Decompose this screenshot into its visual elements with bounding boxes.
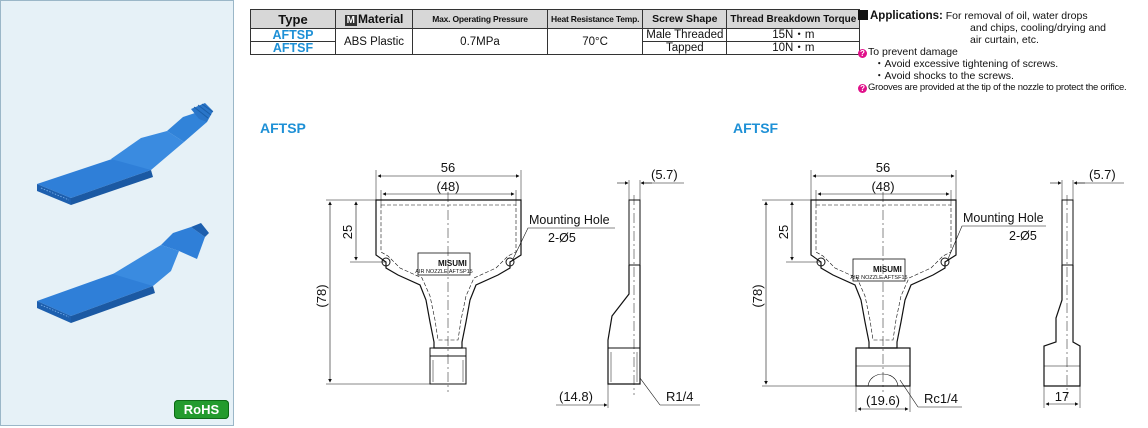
applications-text-2: and chips, cooling/drying and: [970, 22, 1107, 34]
dim-height-upper: 25: [776, 225, 791, 239]
notes-block: Applications: For removal of oil, water …: [858, 10, 1148, 94]
damage-line: ?To prevent damage: [858, 46, 1148, 58]
nozzle-photo-tapped: [37, 223, 209, 323]
dim-thread-width: (14.8): [559, 389, 593, 404]
type-code: AFTSP: [250, 28, 336, 42]
col-material-label: Material: [357, 12, 404, 26]
dim-inner-width: (48): [436, 179, 459, 194]
col-pressure: Max. Operating Pressure: [412, 9, 548, 29]
grooves-text: Grooves are provided at the tip of the n…: [868, 82, 1127, 93]
grooves-line: ?Grooves are provided at the tip of the …: [858, 82, 1148, 94]
thread-label: Rc1/4: [924, 391, 958, 406]
pressure-value: 0.7MPa: [412, 28, 548, 55]
dim-height-upper: 25: [340, 225, 355, 239]
misumi-logo-text: MISUMI: [438, 259, 467, 268]
table-row: AFTSF Tapped 10N・m: [250, 41, 861, 55]
applications-line: Applications: For removal of oil, water …: [858, 10, 1148, 22]
dim-inner-width: (48): [871, 179, 894, 194]
rohs-badge: RoHS: [174, 400, 229, 419]
col-torque: Thread Breakdown Torque: [726, 9, 861, 29]
drawing-aftsf-labels: 56 (48) 25 (78) Mounting Hole 2-Ø5 (5.7)…: [750, 160, 1116, 408]
product-photo-panel: RoHS: [0, 0, 234, 426]
dim-thickness: (5.7): [651, 167, 678, 182]
col-type: Type: [250, 9, 336, 29]
misumi-logo-text: MISUMI: [873, 265, 902, 274]
nozzle-photos: [37, 103, 214, 323]
col-screw-shape: Screw Shape: [642, 9, 728, 29]
drawing-aftsp: [326, 170, 700, 408]
engraving-text: AIR NOZZLE AFTSF15: [850, 275, 907, 281]
torque-value: 10N・m: [726, 41, 861, 55]
mounting-hole-label: Mounting Hole: [529, 213, 610, 227]
material-value: ABS Plastic: [335, 28, 413, 55]
drawing-aftsp-labels: 56 (48) 25 (78) Mounting Hole 2-Ø5 (5.7)…: [314, 160, 693, 404]
thread-label: R1/4: [666, 389, 693, 404]
warning-icon: ?: [858, 84, 867, 93]
material-icon: M: [344, 15, 357, 26]
bullet-2: ・Avoid shocks to the screws.: [874, 70, 1014, 82]
warning-icon: ?: [858, 49, 867, 58]
nozzle-photo-male: [37, 103, 214, 205]
applications-label: Applications:: [870, 10, 943, 22]
drawing-title-aftsp: AFTSP: [260, 120, 306, 136]
table-row: AFTSP ABS Plastic 0.7MPa 70°C Male Threa…: [250, 28, 861, 55]
applications-text-1: For removal of oil, water drops: [945, 10, 1088, 22]
heat-value: 70°C: [546, 28, 644, 55]
dim-height-total: (78): [750, 284, 765, 307]
dim-side: 17: [1055, 389, 1069, 404]
screw-shape-value: Male Threaded: [642, 28, 728, 42]
mounting-hole-label: Mounting Hole: [963, 211, 1044, 225]
col-heat: Heat Resistance Temp.: [546, 9, 644, 29]
dim-height-total: (78): [314, 284, 329, 307]
dim-thickness: (5.7): [1089, 167, 1116, 182]
applications-text-3: air curtain, etc.: [970, 34, 1039, 46]
dim-width: 56: [876, 160, 890, 175]
torque-value: 15N・m: [726, 28, 861, 42]
mounting-hole-size: 2-Ø5: [548, 231, 576, 245]
drawing-aftsf: [762, 170, 1124, 412]
damage-text: To prevent damage: [868, 46, 958, 58]
engraving-text: AIR NOZZLE AFTSP15: [415, 269, 472, 275]
type-code: AFTSF: [250, 41, 336, 55]
drawing-title-aftsf: AFTSF: [733, 120, 779, 136]
dim-thread-width: (19.6): [866, 393, 900, 408]
mounting-hole-size: 2-Ø5: [1009, 229, 1037, 243]
screw-shape-value: Tapped: [642, 41, 728, 55]
square-bullet-icon: [858, 10, 868, 20]
dim-width: 56: [441, 160, 455, 175]
bullet-1: ・Avoid excessive tightening of screws.: [874, 58, 1059, 70]
